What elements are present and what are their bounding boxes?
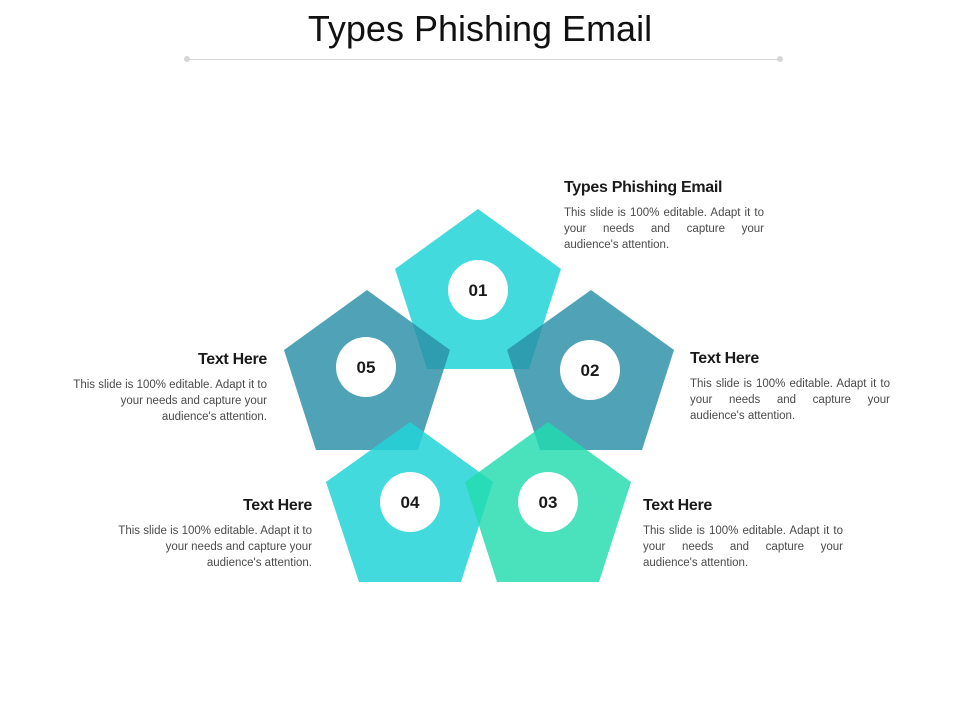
text-block-04: Text Here This slide is 100% editable. A… [112, 497, 312, 571]
number-01: 01 [469, 281, 488, 300]
number-circle-02 [560, 340, 620, 400]
body-03: This slide is 100% editable. Adapt it to… [643, 525, 843, 569]
number-circle-05 [336, 337, 396, 397]
text-block-02: Text Here This slide is 100% editable. A… [690, 350, 890, 424]
number-circle-03 [518, 472, 578, 532]
divider-dot-right [777, 56, 783, 62]
text-block-03: Text Here This slide is 100% editable. A… [643, 497, 843, 571]
heading-03: Text Here [643, 497, 713, 514]
heading-02: Text Here [690, 350, 760, 367]
number-02: 02 [581, 361, 600, 380]
number-circle-01 [448, 260, 508, 320]
title-divider [187, 59, 780, 60]
body-04: This slide is 100% editable. Adapt it to… [118, 525, 312, 569]
number-circle-04 [380, 472, 440, 532]
divider-dot-left [184, 56, 190, 62]
text-block-01: Types Phishing Email This slide is 100% … [564, 179, 764, 253]
heading-05: Text Here [197, 351, 267, 368]
body-01: This slide is 100% editable. Adapt it to… [564, 207, 764, 251]
body-05: This slide is 100% editable. Adapt it to… [73, 379, 267, 423]
number-05: 05 [357, 358, 376, 377]
number-03: 03 [539, 493, 558, 512]
heading-01: Types Phishing Email [564, 179, 723, 196]
text-block-05: Text Here This slide is 100% editable. A… [67, 351, 267, 425]
page-title: Types Phishing Email [307, 8, 653, 49]
heading-04: Text Here [242, 497, 312, 514]
body-02: This slide is 100% editable. Adapt it to… [690, 378, 890, 422]
number-04: 04 [401, 493, 420, 512]
